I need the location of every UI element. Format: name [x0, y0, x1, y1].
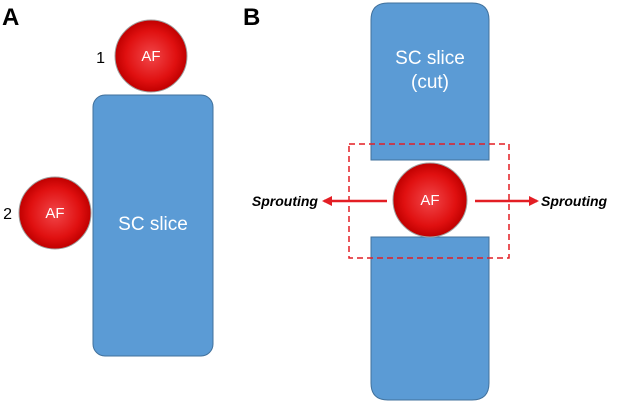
af-explant-2-number: 2 [3, 206, 12, 223]
af-explant-1-label: AF [141, 48, 160, 65]
af-explant-2 [18, 176, 92, 250]
af-explant-center [392, 162, 468, 238]
sc-slice-b-bottom [370, 236, 490, 401]
sprouting-label-right: Sprouting [541, 193, 608, 209]
panel-a-letter: A [2, 4, 19, 31]
sprouting-label-left: Sprouting [252, 193, 319, 209]
sc-slice-a [92, 94, 214, 357]
sc-slice-b-top-label-line1: SC slice [395, 48, 465, 69]
af-explant-center-label: AF [420, 192, 439, 209]
sc-slice-a-label: SC slice [118, 214, 188, 235]
sc-slice-b-top-label-line2: (cut) [411, 72, 449, 93]
sc-slice-b-top [370, 2, 490, 161]
af-explant-1-number: 1 [96, 50, 105, 67]
af-explant-2-label: AF [45, 205, 64, 222]
panel-b-letter: B [243, 4, 260, 31]
af-explant-1 [114, 19, 188, 93]
